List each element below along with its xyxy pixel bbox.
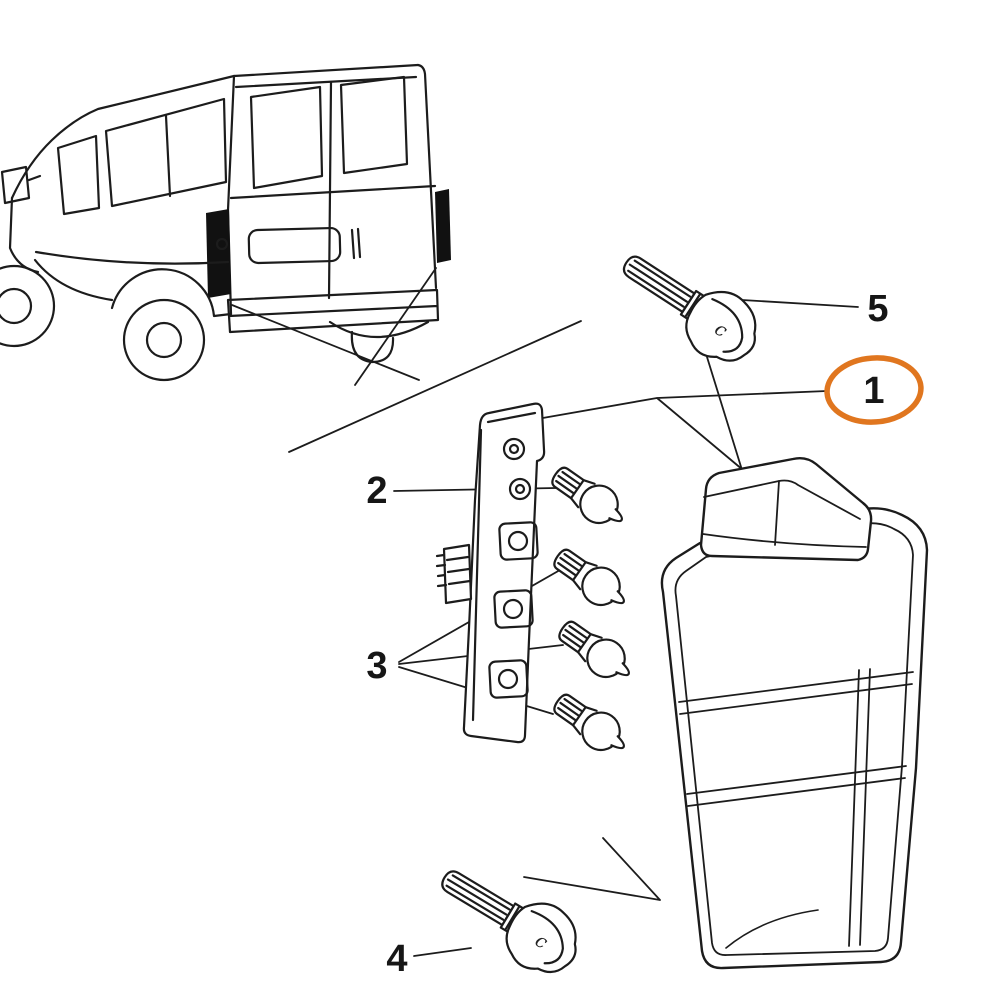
van-rear-wheel-hub <box>145 321 183 359</box>
bulb-3 <box>550 611 641 691</box>
lamp-housing <box>699 456 873 562</box>
bracket-hole-1 <box>502 437 526 461</box>
van-rear-wheel <box>122 298 206 382</box>
bracket-outline <box>462 402 546 744</box>
lamp-housing-front-edge <box>774 480 780 546</box>
bulb-4 <box>545 684 636 764</box>
bracket-socket-3 <box>488 659 529 699</box>
bracket-connector-pins <box>435 553 448 588</box>
lamp-lens-band-2 <box>686 765 907 807</box>
callout-1-highlight-ring <box>824 355 924 425</box>
artwork: 1 2 3 4 5 <box>0 63 929 988</box>
bulb-2 <box>545 539 636 619</box>
callout-5-leader <box>741 299 859 308</box>
bracket-hole-2 <box>508 477 532 501</box>
bracket-top-edge <box>486 411 537 424</box>
bracket-hole-1-center <box>508 443 520 455</box>
van-front-wheel <box>0 264 56 348</box>
van-bumper <box>226 288 440 334</box>
bracket-socket-3-hole <box>497 668 519 690</box>
van-rear-roof-edge <box>232 63 420 78</box>
bracket-hole-2-center <box>514 483 526 495</box>
callouts: 1 2 3 4 5 <box>366 288 924 980</box>
callout-1: 1 <box>824 355 924 425</box>
bracket-socket-2 <box>493 589 534 629</box>
bulb-holder-bracket <box>435 402 546 744</box>
van-to-parts-line-long <box>288 320 582 453</box>
van-mirror <box>0 165 42 205</box>
van-rear-body-line <box>229 184 437 200</box>
van-side-sill <box>33 258 114 302</box>
van-tail-light-right <box>435 189 451 263</box>
van-rear-wheel-arch <box>110 268 233 318</box>
bulbs <box>543 457 641 764</box>
van-side-window-main <box>104 97 228 208</box>
callout-2-label: 2 <box>366 470 387 512</box>
bracket-connector-ribs <box>445 555 472 586</box>
bulb-1 <box>543 457 634 537</box>
van-license-plate-recess <box>247 226 342 265</box>
van-front-wheel-hub <box>0 287 33 325</box>
callout-1-label: 1 <box>863 370 884 412</box>
van-door-handle <box>350 227 362 260</box>
van-side-crease <box>34 250 230 265</box>
lamp-lens-outline <box>660 507 929 970</box>
lamp-housing-flange <box>702 533 867 548</box>
van-right-rear-pillar <box>416 63 438 290</box>
lamp-lens-bottom-curve <box>725 909 819 949</box>
van-rear-window-right <box>339 75 409 175</box>
callout-4-label: 4 <box>386 938 407 980</box>
van-rear-window-left <box>249 85 324 190</box>
bracket-socket-1-hole <box>507 530 529 552</box>
van-to-parts-line-left <box>231 304 420 381</box>
callout-4-leader <box>413 947 472 957</box>
tail-lamp-assembly <box>660 456 929 970</box>
lamp-lens-band-1 <box>678 671 914 715</box>
van-rear-door-split <box>327 80 333 300</box>
van-illustration <box>0 63 451 382</box>
callout-1-leader <box>536 390 828 471</box>
wing-fastener-4 <box>425 848 593 988</box>
lamp-lens-inner-outline <box>674 522 914 956</box>
van-to-parts-line-right <box>354 267 437 386</box>
van-fuel-cap <box>215 237 229 251</box>
van-tail-light-left <box>206 209 231 298</box>
van-front-face <box>8 196 40 274</box>
lamp-lens-divider <box>848 668 871 947</box>
van-underbody-curve <box>328 320 430 338</box>
wing-fastener-5 <box>605 234 773 377</box>
callout-3-label: 3 <box>366 645 387 687</box>
van-side-window-front <box>56 134 101 216</box>
bracket-socket-1 <box>498 521 539 561</box>
callout-5-label: 5 <box>867 288 888 330</box>
bracket-connector <box>442 543 473 605</box>
bracket-socket-2-hole <box>502 598 524 620</box>
bracket-edge-line <box>471 428 483 722</box>
fastener-5-to-lamp-line <box>706 356 743 471</box>
fastener-4-to-lamp-lines <box>523 837 661 901</box>
van-roof-outline <box>10 74 236 200</box>
